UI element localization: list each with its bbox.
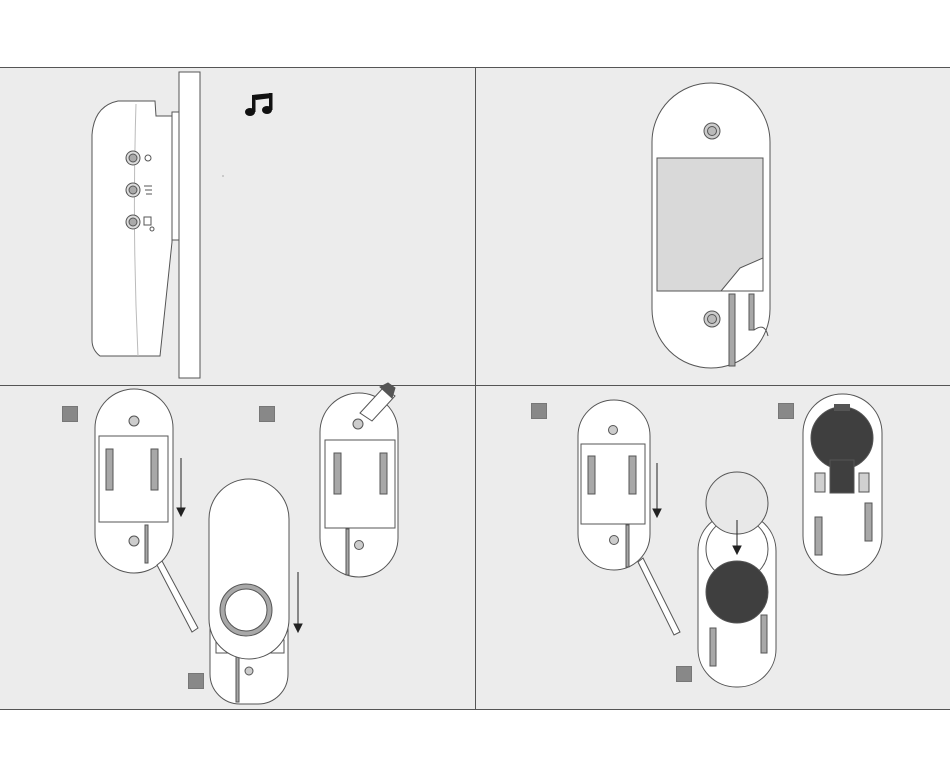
back-view-device (652, 83, 770, 368)
mount-release-slot (145, 525, 148, 563)
arrow-down-icon-3 (653, 463, 661, 517)
battery-holder (698, 472, 776, 687)
cover-lower-screw (245, 667, 253, 675)
mount-plate-right (320, 383, 398, 577)
new-battery (706, 561, 768, 623)
mount-slot-right (151, 449, 158, 490)
mount-right-screw-bottom (355, 541, 364, 550)
screwdriver-icon-2 (638, 558, 680, 635)
step-marker (188, 673, 204, 689)
mount-right-screw-top (353, 419, 363, 429)
screw-hole-top-inner (708, 127, 717, 136)
battery-contact (834, 404, 850, 411)
mount-screw-top (129, 416, 139, 426)
step-marker (778, 403, 794, 419)
battery-mount-plate (578, 400, 680, 635)
installed-slot-right (865, 503, 872, 541)
battery-clip (830, 460, 854, 493)
cover-lower-slot (236, 655, 239, 702)
step-marker (259, 406, 275, 422)
doorbell-button-inner (225, 589, 267, 631)
arrow-down-icon (177, 458, 185, 516)
cover-device (209, 479, 289, 704)
mount-right-slot-left (334, 453, 341, 494)
mount-right-release-slot (346, 529, 349, 575)
battery-holder-slot-right (761, 615, 767, 653)
button-1-inner (129, 154, 137, 162)
mount-screw-bottom (129, 536, 139, 546)
step-marker (62, 406, 78, 422)
battery-plate-screw-top (609, 426, 618, 435)
mount-slot-left (106, 449, 113, 490)
battery-plate-release-slot (626, 525, 629, 567)
battery-plate-slot-right (629, 456, 636, 494)
installed-slot-left (815, 517, 822, 555)
arrow-down-icon-2 (294, 572, 302, 632)
installed-tab-right (859, 473, 869, 492)
step-marker (676, 666, 692, 682)
battery-installed-view (803, 394, 882, 575)
button-3-inner (129, 218, 137, 226)
step-marker (531, 403, 547, 419)
device-mount-plate (172, 112, 179, 240)
wall-board (179, 72, 200, 378)
installed-tab-left (815, 473, 825, 492)
button-2-inner (129, 186, 137, 194)
screwdriver-icon (157, 561, 198, 632)
battery-plate-screw-bottom (610, 536, 619, 545)
release-slot (729, 294, 735, 366)
battery-plate-slot-left (588, 456, 595, 494)
music-note-icon (245, 93, 273, 116)
mount-right-slot-right (380, 453, 387, 494)
release-slot-2 (749, 294, 754, 330)
dot-mark (222, 175, 223, 176)
battery-holder-slot-left (710, 628, 716, 666)
screw-hole-bottom-inner (708, 315, 717, 324)
